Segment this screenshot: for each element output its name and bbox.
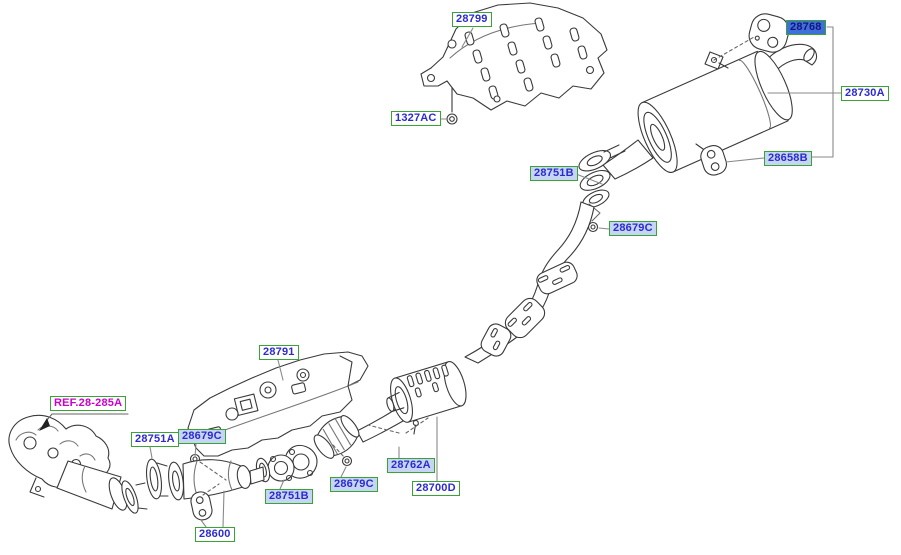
part-label-28751a[interactable]: 28751A (131, 432, 179, 447)
part-label-28799[interactable]: 28799 (452, 12, 492, 27)
part-front-pipe-art (156, 459, 265, 501)
part-label-28700d[interactable]: 28700D (412, 481, 460, 496)
part-label-28751b-2[interactable]: 28751B (265, 489, 313, 504)
part-label-28600[interactable]: 28600 (195, 527, 235, 542)
part-label-28791[interactable]: 28791 (259, 345, 299, 360)
part-gasket-28751a-art (145, 458, 163, 500)
part-center-pipe-art (464, 201, 595, 364)
part-label-28679c-3[interactable]: 28679C (330, 477, 378, 492)
part-heat-protector-upper-art (420, 2, 608, 111)
part-label-1327ac[interactable]: 1327AC (391, 111, 441, 126)
part-label-28751b[interactable]: 28751B (530, 166, 578, 181)
part-flange-gasket-lower-art (255, 444, 318, 483)
leader-lines (149, 26, 842, 528)
ref-leader-arrow (39, 413, 129, 431)
part-rubber-hanger-rear-art (695, 143, 727, 176)
part-rear-muffler-art (602, 43, 818, 180)
part-label-28762a[interactable]: 28762A (387, 458, 435, 473)
part-nut-bottom-art (341, 455, 353, 467)
part-label-28679c[interactable]: 28679C (609, 221, 657, 236)
ref-arrowhead-icon (39, 418, 50, 431)
part-hanger-bracket-art (748, 13, 790, 53)
part-flange-gasket-upper-art (578, 144, 626, 222)
part-label-28658b[interactable]: 28658B (764, 151, 812, 166)
part-label-ref-28-285a[interactable]: REF.28-285A (50, 396, 127, 411)
part-center-muffler-art (356, 361, 467, 443)
part-exhaust-manifold-art (8, 414, 148, 514)
part-label-28730a[interactable]: 28730A (841, 86, 889, 101)
part-heat-protector-lower-art (187, 351, 369, 457)
part-rubber-hanger-front-art (190, 491, 213, 521)
dashed-lines (199, 36, 755, 496)
part-flex-section-art (313, 415, 360, 459)
part-label-28768[interactable]: 28768 (786, 20, 826, 35)
part-nut-1327ac-art (446, 87, 458, 125)
part-label-28679c-2[interactable]: 28679C (178, 429, 226, 444)
